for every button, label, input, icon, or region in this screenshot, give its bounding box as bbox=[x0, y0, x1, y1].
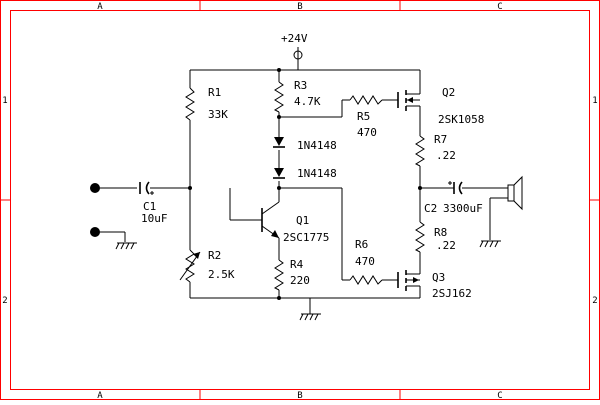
diode-d2: 1N4148 bbox=[273, 167, 337, 180]
junction-dot bbox=[418, 186, 422, 190]
junction-dot bbox=[277, 186, 281, 190]
power-label: +24V bbox=[281, 32, 308, 45]
wires bbox=[95, 69, 508, 314]
d2-value: 1N4148 bbox=[297, 167, 337, 180]
resistor-r7: R7 .22 bbox=[414, 133, 456, 167]
resistor-r5: R5 470 bbox=[349, 95, 383, 139]
diode-d1: 1N4148 bbox=[273, 137, 337, 152]
d1-value: 1N4148 bbox=[297, 139, 337, 152]
ground-symbol-main bbox=[299, 313, 321, 321]
r7-ref: R7 bbox=[434, 133, 447, 146]
r4-ref: R4 bbox=[290, 258, 304, 271]
zone-label-left-2: 2 bbox=[2, 296, 7, 306]
q2-ref: Q2 bbox=[442, 86, 455, 99]
resistor-r6: R6 470 bbox=[349, 238, 383, 285]
r8-ref: R8 bbox=[434, 226, 447, 239]
resistor-r8: R8 .22 bbox=[414, 221, 456, 253]
capacitor-c1: C1 10uF bbox=[139, 181, 168, 225]
junction-dot bbox=[277, 115, 281, 119]
transistor-q1: Q1 2SC1775 bbox=[261, 201, 329, 244]
zone-label-bottom-b: B bbox=[297, 391, 302, 400]
speaker-icon bbox=[507, 175, 523, 211]
r4-value: 220 bbox=[290, 274, 310, 287]
resistor-r3: R3 4.7K bbox=[273, 79, 321, 113]
q2-part: 2SK1058 bbox=[438, 113, 484, 126]
r8-value: .22 bbox=[436, 239, 456, 252]
zone-label-bottom-c: C bbox=[497, 391, 502, 400]
q3-ref: Q3 bbox=[432, 271, 445, 284]
c1-value: 10uF bbox=[141, 212, 168, 225]
mosfet-q3: Q3 2SJ162 bbox=[397, 270, 472, 300]
r6-ref: R6 bbox=[355, 238, 368, 251]
resistor-r2-variable: R2 2.5K bbox=[179, 249, 235, 283]
zone-label-right-1: 1 bbox=[592, 96, 597, 106]
r1-ref: R1 bbox=[208, 86, 221, 99]
r5-value: 470 bbox=[357, 126, 377, 139]
capacitor-c2: C2 3300uF bbox=[424, 181, 483, 215]
zone-label-right-2: 2 bbox=[592, 296, 597, 306]
junction-dot bbox=[277, 68, 281, 72]
junction-dot bbox=[188, 186, 192, 190]
mosfet-q2: Q2 2SK1058 bbox=[397, 86, 484, 126]
r7-value: .22 bbox=[436, 149, 456, 162]
zone-label-top-b: B bbox=[297, 2, 302, 12]
c1-ref: C1 bbox=[143, 200, 156, 213]
zone-label-top-c: C bbox=[497, 2, 502, 12]
ground-symbol-output bbox=[479, 240, 501, 248]
junctions bbox=[188, 68, 422, 300]
junction-dot bbox=[277, 296, 281, 300]
ground-symbol-input bbox=[115, 242, 137, 250]
r3-value: 4.7K bbox=[294, 95, 321, 108]
c2-ref: C2 bbox=[424, 202, 437, 215]
q1-part: 2SC1775 bbox=[283, 231, 329, 244]
input-terminals bbox=[90, 183, 100, 237]
r2-value: 2.5K bbox=[208, 268, 235, 281]
r3-ref: R3 bbox=[294, 79, 307, 92]
r2-ref: R2 bbox=[208, 249, 221, 262]
resistor-r1: R1 33K bbox=[185, 86, 228, 121]
r1-value: 33K bbox=[208, 108, 228, 121]
q3-part: 2SJ162 bbox=[432, 287, 472, 300]
zone-label-top-a: A bbox=[97, 2, 103, 12]
zone-label-left-1: 1 bbox=[2, 96, 7, 106]
input-terminal-signal bbox=[90, 183, 100, 193]
input-terminal-ground bbox=[90, 227, 100, 237]
resistor-r4: R4 220 bbox=[273, 258, 310, 291]
zone-label-bottom-a: A bbox=[97, 391, 103, 400]
q1-ref: Q1 bbox=[296, 214, 309, 227]
c2-value: 3300uF bbox=[443, 202, 483, 215]
power-supply-24v: +24V bbox=[281, 32, 308, 70]
r6-value: 470 bbox=[355, 255, 375, 268]
r5-ref: R5 bbox=[357, 110, 370, 123]
